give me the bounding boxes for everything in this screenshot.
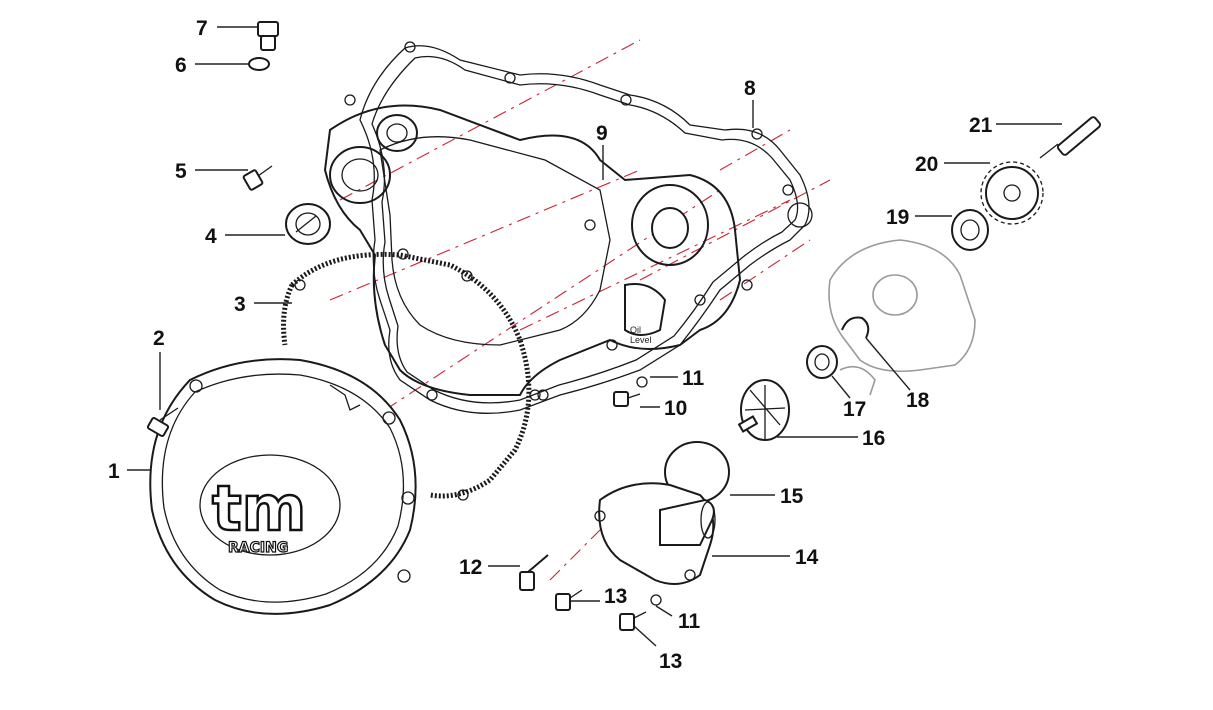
crankcase-gasket [359,41,813,414]
washer-11-upper [636,376,648,388]
circlip-18 [841,316,870,339]
oil-level-mark-line2: Level [630,335,652,345]
clutch-cover: tm RACING [149,358,417,615]
washer-6 [248,57,270,71]
bolt-13-upper [555,589,583,611]
bolt-10 [613,391,641,407]
callout-10: 10 [664,397,687,420]
callout-20: 20 [915,153,938,176]
callout-7: 7 [196,17,208,40]
callout-11-lower: 11 [678,610,701,633]
logo-racing-text: RACING [228,540,288,556]
bolt-13-lower [619,611,647,631]
oil-plug-7 [257,21,279,51]
impeller-16 [737,379,790,441]
bearing-19 [951,209,989,251]
callout-3: 3 [234,293,246,316]
oil-seal-4 [285,203,331,245]
callout-4: 4 [205,225,217,248]
callout-15: 15 [780,485,804,508]
clutch-cover-gasket [281,248,541,501]
callout-16: 16 [862,427,885,450]
crankcase-casing: Oil Level [323,94,742,396]
pump-housing-faint [828,239,976,396]
callout-8: 8 [744,77,756,100]
callout-17: 17 [843,398,866,421]
callout-9: 9 [596,122,608,145]
callout-13-lower: 13 [659,650,682,673]
gear-20 [980,161,1044,225]
callout-1: 1 [108,460,120,483]
callout-12: 12 [459,556,482,579]
pump-shaft-21 [1039,116,1102,159]
callout-19: 19 [886,206,909,229]
oil-level-mark-line1: Oil [630,325,641,335]
callout-21: 21 [969,114,993,137]
callout-2: 2 [153,327,165,350]
pump-cover-14 [594,482,716,585]
callout-14: 14 [795,546,819,569]
callout-6: 6 [175,54,187,77]
cover-bolt-2 [146,407,179,437]
leader-lines [127,26,1062,647]
callout-18: 18 [906,389,930,412]
callout-13-upper: 13 [604,585,627,608]
bolt-12 [519,554,549,591]
callout-labels: 1 2 3 4 5 6 7 8 9 10 11 11 12 13 13 14 1… [108,17,993,673]
washer-11-lower [650,594,662,606]
logo-tm-text: tm [212,472,306,545]
seal-17 [806,345,838,379]
callout-11-upper: 11 [682,367,705,390]
callout-5: 5 [175,160,187,183]
bolt-5 [242,165,273,191]
